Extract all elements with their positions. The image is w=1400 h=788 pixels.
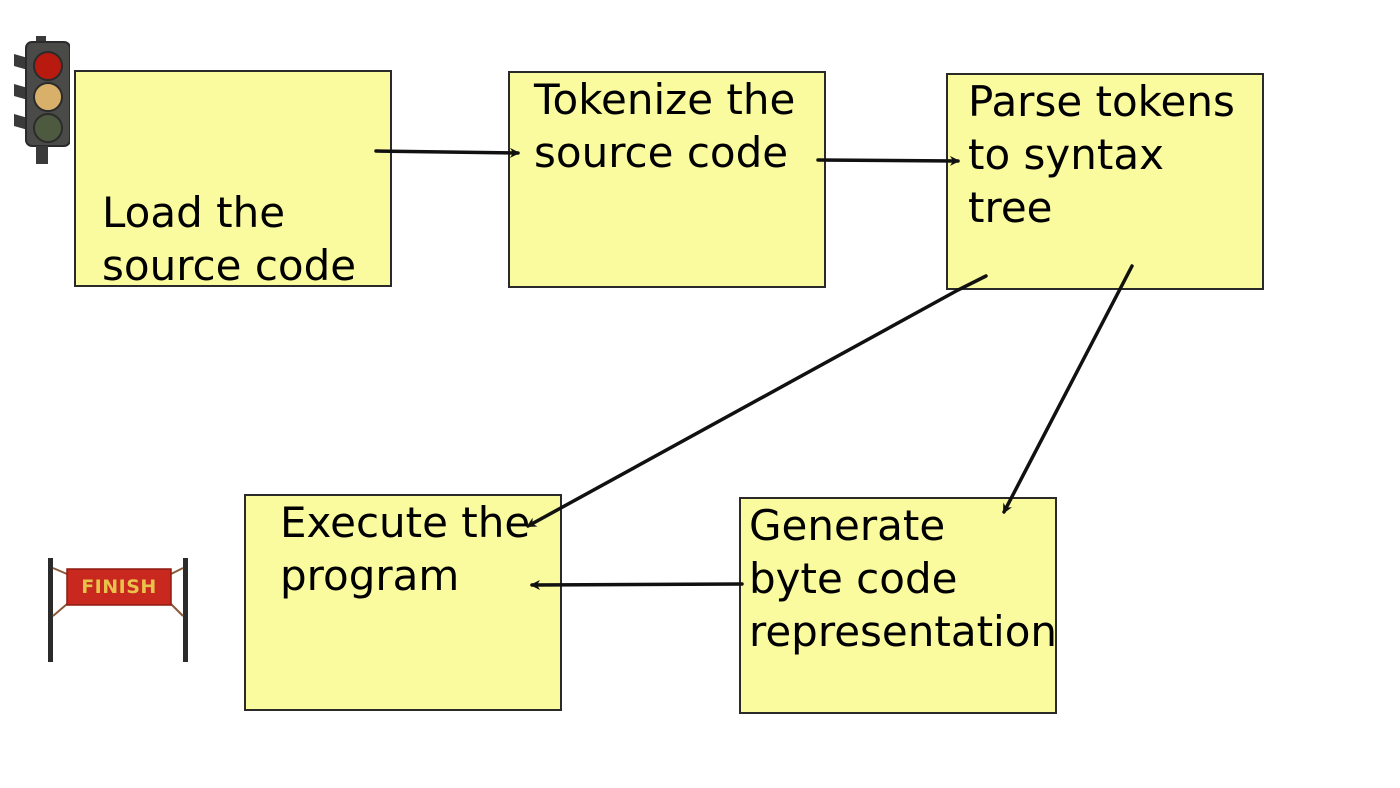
traffic-light-icon <box>10 36 71 166</box>
finish-label: FINISH <box>81 576 157 598</box>
node-text-line: Parse tokens <box>968 77 1235 126</box>
node-execute: Execute the program <box>244 494 562 711</box>
node-text-line: source code <box>102 241 357 290</box>
node-text-line: Execute the <box>280 498 531 547</box>
arrow-load-to-tokenize <box>374 147 520 158</box>
arrow-tokenize-to-parse <box>816 155 960 166</box>
node-text-line: source code <box>534 128 789 177</box>
node-text-line: tree <box>968 183 1053 232</box>
node-tokenize: Tokenize the source code <box>508 71 826 288</box>
node-load-source: Load the source code <box>74 70 392 290</box>
node-generate: Generate byte code representation <box>739 497 1057 714</box>
arrow-generate-to-execute <box>530 579 744 590</box>
node-text-line: representation <box>749 607 1058 656</box>
node-text-line: program <box>280 551 460 600</box>
node-parse: Parse tokens to syntax tree <box>946 73 1264 290</box>
finish-banner-icon: FINISH <box>44 554 194 664</box>
node-text-line: Tokenize the <box>534 75 796 124</box>
arrow-parse-to-execute <box>526 274 988 528</box>
node-text-line: Load the <box>102 188 286 237</box>
arrow-parse-to-generate <box>1002 264 1134 514</box>
node-text-line: to syntax <box>968 130 1164 179</box>
node-text-line: byte code <box>749 554 958 603</box>
node-text-line: Generate <box>749 501 946 550</box>
